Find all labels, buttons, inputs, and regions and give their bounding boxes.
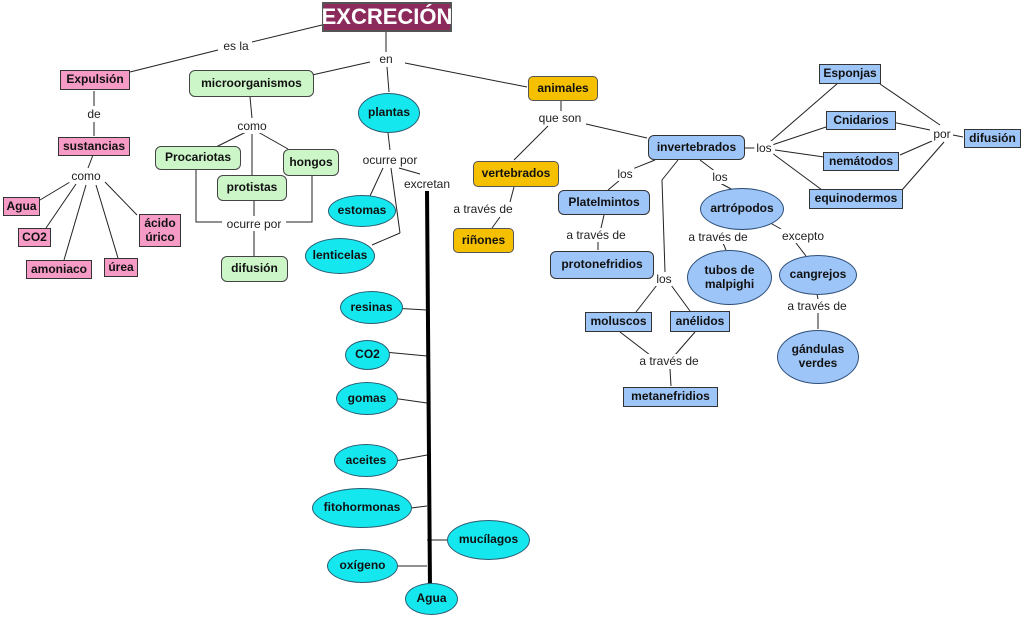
node-co2-1: CO2	[18, 228, 51, 247]
node-resinas: resinas	[340, 291, 403, 324]
link-que-son: que son	[536, 111, 584, 125]
node-gandulas-verdes: gándulas verdes	[777, 330, 859, 384]
link-por: por	[931, 127, 953, 141]
link-es-la: es la	[221, 39, 251, 53]
node-estomas: estomas	[328, 195, 396, 227]
node-plantas: plantas	[358, 93, 420, 133]
node-esponjas: Esponjas	[819, 64, 881, 84]
node-urea: úrea	[104, 258, 138, 277]
link-a-traves-cangrejos: a través de	[785, 299, 849, 313]
node-expulsion: Expulsión	[60, 70, 130, 90]
link-a-traves-platelmintos: a través de	[564, 228, 628, 242]
node-equinodermos: equinodermos	[809, 189, 903, 209]
link-a-traves-moluscos: a través de	[637, 354, 701, 368]
node-microorganismos: microorganismos	[189, 70, 314, 97]
node-animales: animales	[528, 76, 598, 101]
link-excretan: excretan	[401, 177, 453, 191]
link-ocurre-por-2: ocurre por	[360, 153, 420, 167]
link-a-traves-vertebrados: a través de	[451, 202, 515, 216]
node-gomas: gomas	[336, 382, 398, 415]
link-ocurre-por-1: ocurre por	[224, 217, 284, 231]
node-difusion-2: difusión	[964, 129, 1021, 148]
link-en: en	[377, 52, 395, 66]
node-rinones: riñones	[453, 228, 514, 253]
node-amoniaco: amoniaco	[26, 260, 92, 279]
node-agua-2: Agua	[405, 583, 458, 615]
link-a-traves-artropodos: a través de	[686, 230, 750, 244]
node-vertebrados: vertebrados	[473, 161, 559, 187]
excretan-trunk-line	[425, 189, 432, 591]
node-tubos-de-malpighi: tubos de malpighi	[687, 250, 772, 305]
node-difusion-1: difusión	[221, 256, 288, 282]
node-sustancias: sustancias	[58, 137, 130, 156]
node-agua-1: Agua	[3, 197, 40, 216]
node-cnidarios: Cnidarios	[826, 111, 896, 130]
link-como-2: como	[235, 119, 269, 133]
node-artropodos: artrópodos	[700, 188, 784, 230]
link-de: de	[85, 107, 103, 121]
node-nematodos: nemátodos	[823, 152, 899, 171]
node-oxigeno: oxígeno	[327, 549, 398, 583]
node-acido-urico: ácido úrico	[139, 214, 181, 247]
node-lenticelas: lenticelas	[305, 238, 375, 274]
link-como-1: como	[69, 169, 103, 183]
node-aceites: aceites	[334, 444, 398, 477]
node-mucilagos: mucílagos	[447, 520, 530, 560]
node-invertebrados: invertebrados	[648, 135, 745, 160]
node-protistas: protistas	[217, 175, 287, 201]
node-fitohormonas: fitohormonas	[312, 488, 412, 528]
node-co2-2: CO2	[345, 340, 390, 370]
link-los-platelmintos: los	[615, 167, 635, 181]
node-cangrejos: cangrejos	[779, 255, 857, 295]
node-anelidos: anélidos	[670, 311, 730, 332]
title-excrecion: EXCRECIÓN	[322, 2, 452, 32]
link-los-invertebrados: los	[754, 141, 774, 155]
node-platelmintos: Platelmintos	[558, 190, 650, 215]
node-procariotas: Procariotas	[155, 146, 241, 170]
node-protonefridios: protonefridios	[550, 251, 654, 279]
node-metanefridios: metanefridios	[623, 387, 718, 407]
node-moluscos: moluscos	[585, 312, 652, 332]
link-los-artropodos: los	[710, 170, 730, 184]
link-excepto: excepto	[779, 229, 827, 243]
node-hongos: hongos	[283, 149, 339, 176]
link-los-moluscos: los	[654, 272, 674, 286]
